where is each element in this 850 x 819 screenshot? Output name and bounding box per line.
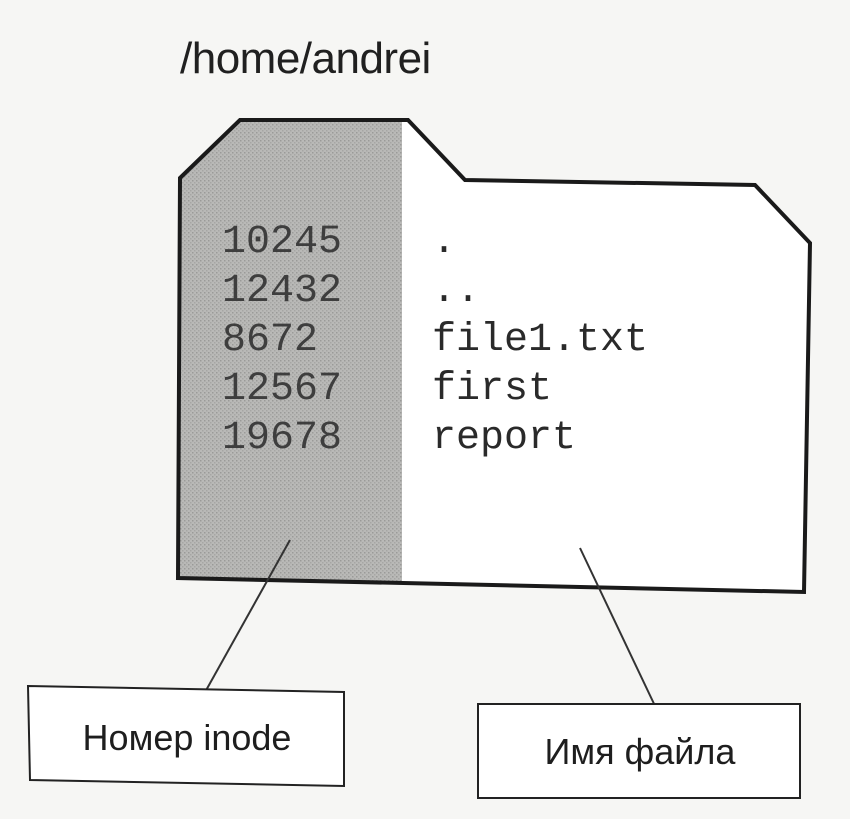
inode-number: 8672 bbox=[222, 318, 319, 363]
directory-path-title: /home/andrei bbox=[180, 34, 431, 83]
inode-number: 19678 bbox=[222, 416, 343, 461]
inode-label: Номер inode bbox=[82, 717, 292, 758]
file-name: .. bbox=[432, 269, 481, 314]
inode-number: 10245 bbox=[222, 220, 343, 265]
inode-number: 12432 bbox=[222, 269, 343, 314]
file-name: first bbox=[432, 367, 553, 412]
inode-number-column: 10245 12432 8672 12567 19678 bbox=[222, 218, 342, 463]
file-name: report bbox=[432, 416, 577, 461]
filename-label-box bbox=[477, 703, 801, 799]
inode-pointer-line bbox=[203, 539, 291, 695]
inode-label-box bbox=[26, 684, 345, 788]
inode-column-shading bbox=[178, 120, 402, 590]
file-name: file1.txt bbox=[432, 318, 649, 363]
inode-number: 12567 bbox=[222, 367, 343, 412]
file-name: . bbox=[432, 220, 457, 265]
file-name-column: . .. file1.txt first report bbox=[432, 218, 648, 463]
filename-label: Имя файла bbox=[544, 731, 736, 772]
folder-outline bbox=[175, 118, 813, 595]
filename-pointer-line bbox=[579, 547, 657, 709]
